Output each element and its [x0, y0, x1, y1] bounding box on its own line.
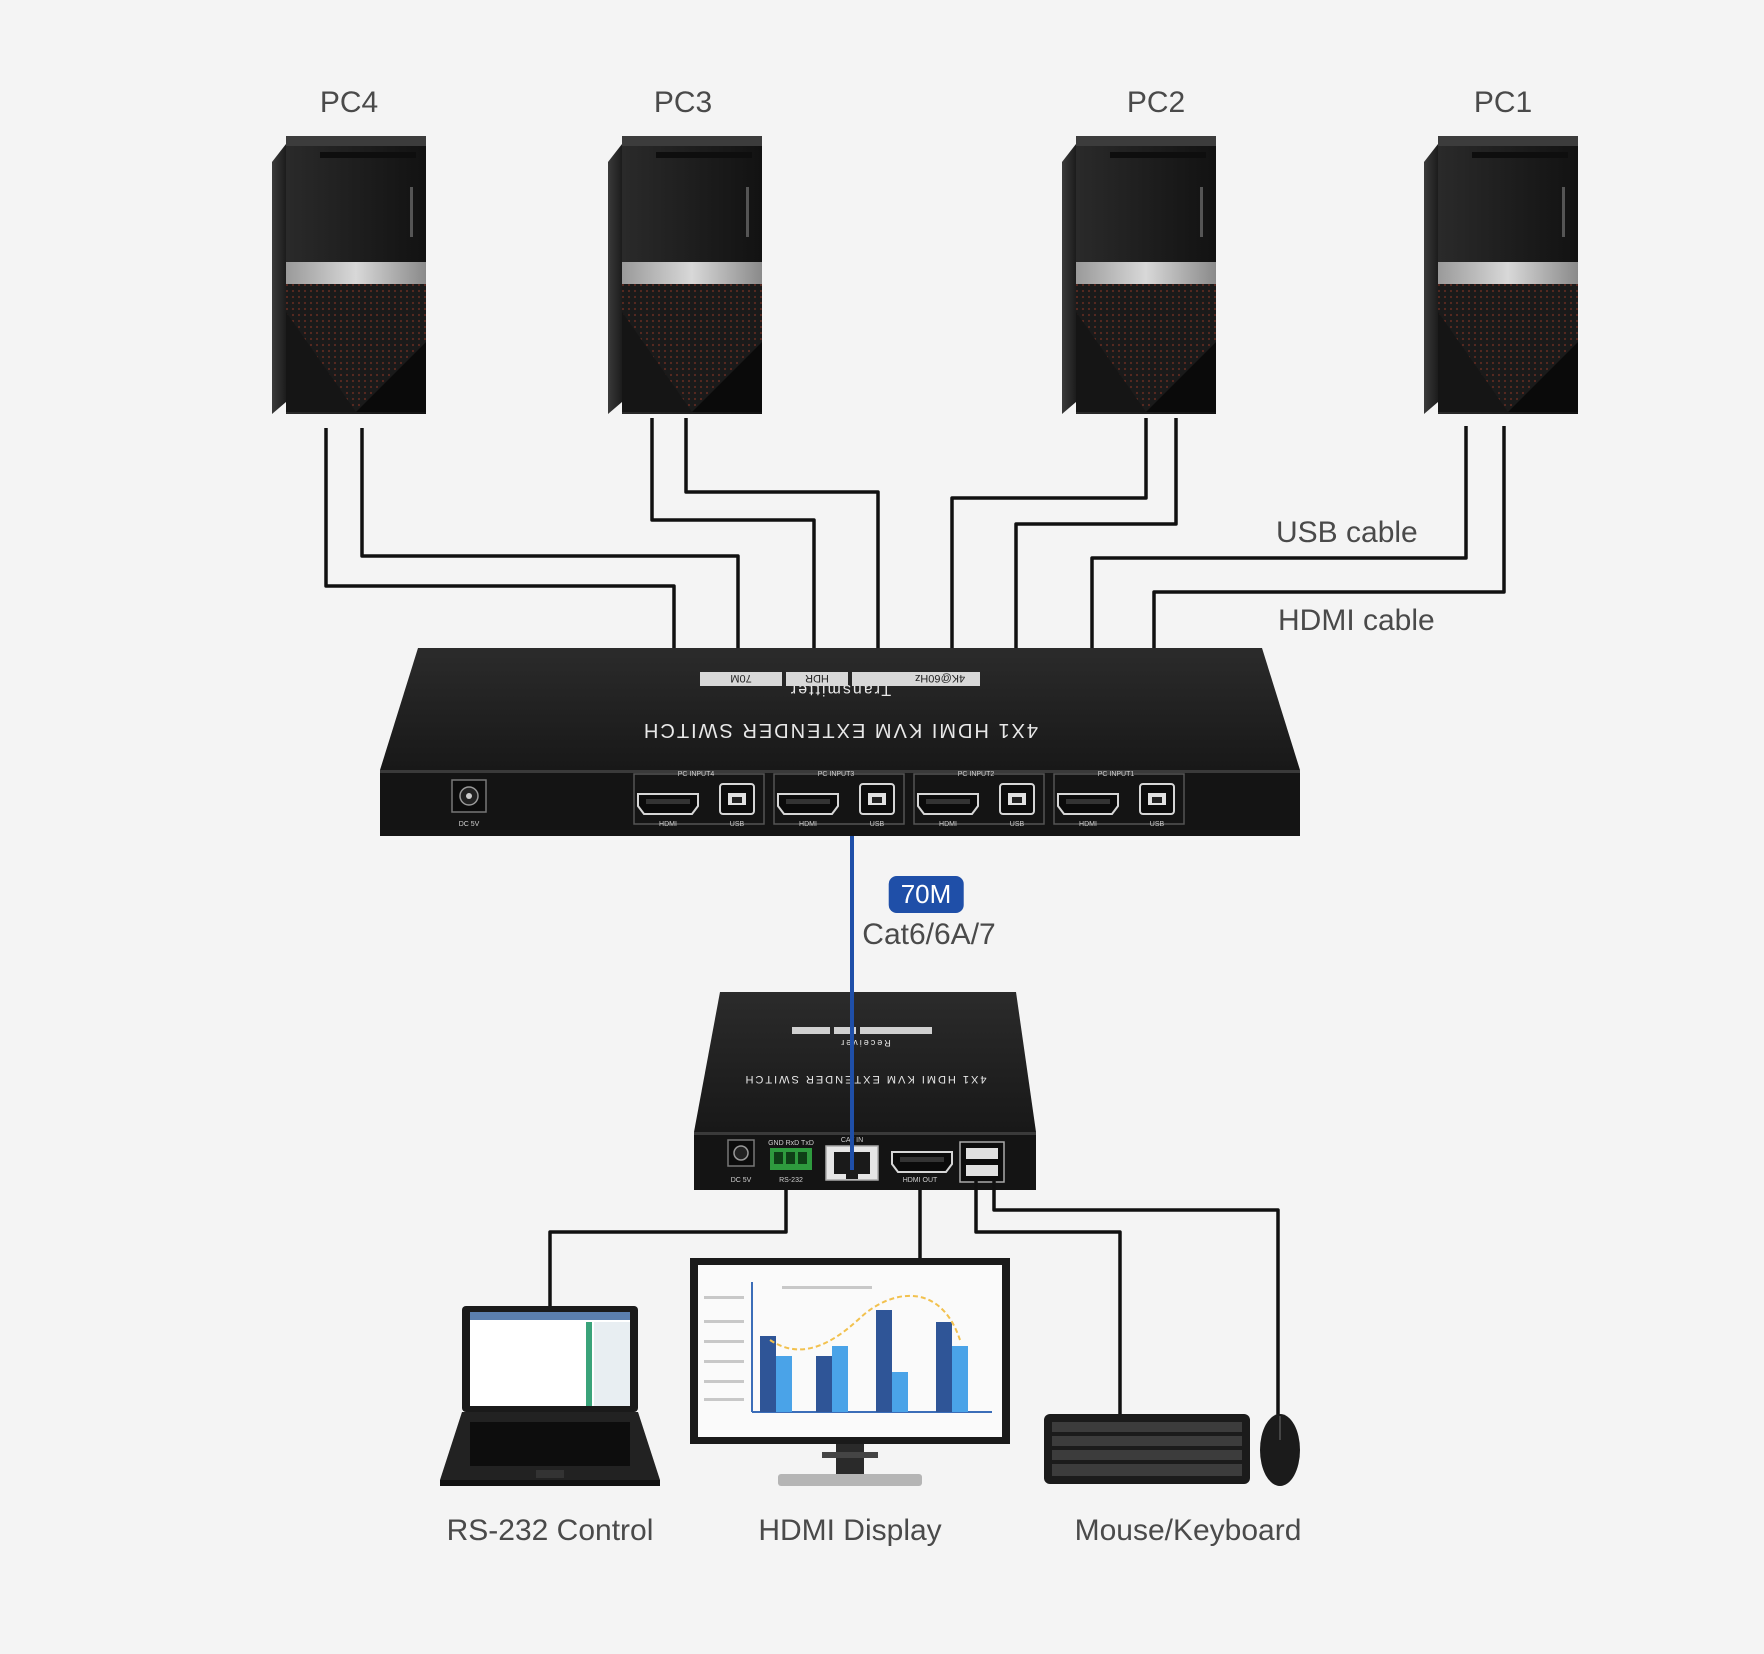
- pc3-hdmi-port-icon: [777, 793, 839, 815]
- input-3-label: PC INPUT3: [818, 771, 855, 778]
- hdmi-display-label: HDMI Display: [758, 1514, 942, 1547]
- transmitter-power-label: DC 5V: [459, 821, 480, 828]
- peripheral-cables: [548, 1180, 1280, 1418]
- receiver-feature-badges: [792, 1027, 932, 1034]
- pc2-usb-port-icon: [999, 783, 1035, 815]
- hdmi-port-label: HDMI: [659, 821, 677, 828]
- pc1-tower-icon: [1424, 136, 1578, 414]
- pc3-label: PC3: [653, 86, 713, 119]
- pc3-tower-icon: [608, 136, 762, 414]
- receiver-device: 4X1 HDMI KVM EXTENDER SWITCH Receiver DC…: [694, 992, 1036, 1190]
- keyboard-icon: [1044, 1414, 1250, 1484]
- transmitter-input-3: PC INPUT3 HDMI USB: [773, 771, 905, 828]
- hdmi-out-label: HDMI OUT: [903, 1177, 938, 1184]
- transmitter-title: 4X1 HDMI KVM EXTENDER SWITCH: [642, 719, 1038, 741]
- rs232-control-label: RS-232 Control: [446, 1514, 654, 1547]
- input-1-label: PC INPUT1: [1098, 771, 1135, 778]
- usb-a-ports-icon: [959, 1141, 1005, 1183]
- transmitter-feature-0: 4K@60Hz: [915, 672, 965, 684]
- pc1-usb-port-icon: [1139, 783, 1175, 815]
- transmitter-input-2: PC INPUT2 HDMI USB: [913, 771, 1045, 828]
- mouse-icon: [1260, 1414, 1300, 1486]
- transmitter-feature-2: 70M: [730, 672, 751, 684]
- receiver-power-label: DC 5V: [731, 1177, 752, 1184]
- distance-badge: 70M: [888, 876, 964, 913]
- input-2-label: PC INPUT2: [958, 771, 995, 778]
- rs232-port-label: RS-232: [779, 1177, 803, 1184]
- rs232-pins-label: GND RxD TxD: [768, 1140, 814, 1147]
- mouse-keyboard-label: Mouse/Keyboard: [1074, 1514, 1302, 1547]
- pc2-label: PC2: [1126, 86, 1186, 119]
- receiver-title: 4X1 HDMI KVM EXTENDER SWITCH: [743, 1073, 986, 1085]
- laptop-icon: [440, 1306, 660, 1486]
- transmitter-device: 4X1 HDMI KVM EXTENDER SWITCH Transmitter…: [380, 648, 1300, 836]
- hdmi-port-label: HDMI: [939, 821, 957, 828]
- pc4-hdmi-port-icon: [637, 793, 699, 815]
- usb-cable-label: USB cable: [1276, 516, 1418, 549]
- keyboard-cable: [974, 1180, 1122, 1418]
- pc2-hdmi-cable: [950, 418, 1148, 776]
- receiver-power-jack-icon: [727, 1139, 755, 1167]
- pc3-hdmi-cable: [684, 418, 880, 776]
- screen-chart-graphic: [704, 1282, 992, 1413]
- pc4-label: PC4: [319, 86, 379, 119]
- transmitter-feature-badges: [700, 672, 980, 686]
- usb-port-label: USB: [870, 821, 885, 828]
- usb-port-label: USB: [1150, 821, 1165, 828]
- hdmi-monitor-icon: [690, 1258, 1010, 1486]
- hdmi-port-label: HDMI: [799, 821, 817, 828]
- receiver-subtitle: Receiver: [839, 1038, 891, 1048]
- pc1-hdmi-port-icon: [1057, 793, 1119, 815]
- usb-port-label: USB: [730, 821, 745, 828]
- transmitter-feature-1: HDR: [805, 672, 829, 684]
- pc4-tower-icon: [272, 136, 426, 414]
- rs232-cable: [548, 1190, 788, 1310]
- transmitter-input-4: PC INPUT4 HDMI USB: [633, 771, 765, 828]
- mouse-cable: [992, 1180, 1280, 1418]
- pc3-usb-port-icon: [859, 783, 895, 815]
- pc2-tower-icon: [1062, 136, 1216, 414]
- pc1-label: PC1: [1473, 86, 1533, 119]
- input-4-label: PC INPUT4: [678, 771, 715, 778]
- cable-type-label: Cat6/6A/7: [862, 918, 996, 951]
- pc4-usb-port-icon: [719, 783, 755, 815]
- usb-port-label: USB: [1010, 821, 1025, 828]
- pc-cables: [324, 418, 1506, 776]
- dc-power-jack-icon: [451, 779, 487, 813]
- hdmi-port-label: HDMI: [1079, 821, 1097, 828]
- hdmi-out-port-icon: [891, 1151, 953, 1173]
- transmitter-input-1: PC INPUT1 HDMI USB: [1053, 771, 1185, 828]
- rs232-terminal-icon: [770, 1148, 812, 1170]
- hdmi-cable-label: HDMI cable: [1278, 604, 1435, 637]
- pc2-hdmi-port-icon: [917, 793, 979, 815]
